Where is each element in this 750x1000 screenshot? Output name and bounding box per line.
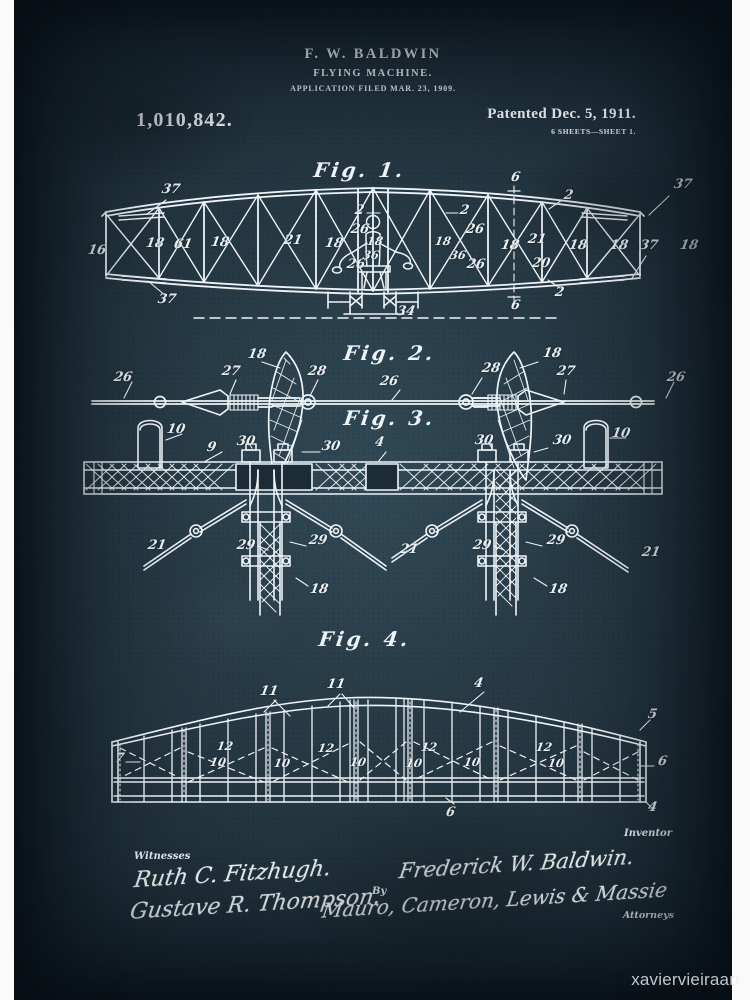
- figure-3-drawing: [84, 421, 662, 616]
- patent-drawings: [14, 0, 732, 1000]
- artist-watermark: xaviervieiraart: [631, 970, 740, 989]
- paper-grain-overlay: [14, 0, 732, 1000]
- patent-header: F. W. BALDWIN FLYING MACHINE. APPLICATIO…: [14, 46, 732, 93]
- figure-2-drawing: [92, 352, 674, 480]
- figure-1-drawing: [102, 186, 669, 318]
- paper-blotch-overlay: [14, 0, 732, 1000]
- blueprint-plate: F. W. BALDWIN FLYING MACHINE. APPLICATIO…: [14, 0, 732, 1000]
- attorneys-label: Attorneys: [623, 910, 674, 921]
- invention-title: FLYING MACHINE.: [14, 68, 732, 79]
- patent-date: Patented Dec. 5, 1911.: [487, 106, 636, 123]
- inventor-label: Inventor: [624, 828, 672, 839]
- by-label: By: [372, 886, 386, 897]
- witnesses-label: Witnesses: [134, 851, 190, 862]
- application-line: APPLICATION FILED MAR. 23, 1909.: [14, 84, 732, 93]
- patent-date-block: Patented Dec. 5, 1911. 6 SHEETS—SHEET 1.: [487, 106, 636, 136]
- figure-4-drawing: [112, 692, 654, 808]
- inventor-name: F. W. BALDWIN: [14, 46, 732, 63]
- patent-number: 1,010,842.: [136, 109, 233, 132]
- sheet-line: 6 SHEETS—SHEET 1.: [487, 127, 636, 136]
